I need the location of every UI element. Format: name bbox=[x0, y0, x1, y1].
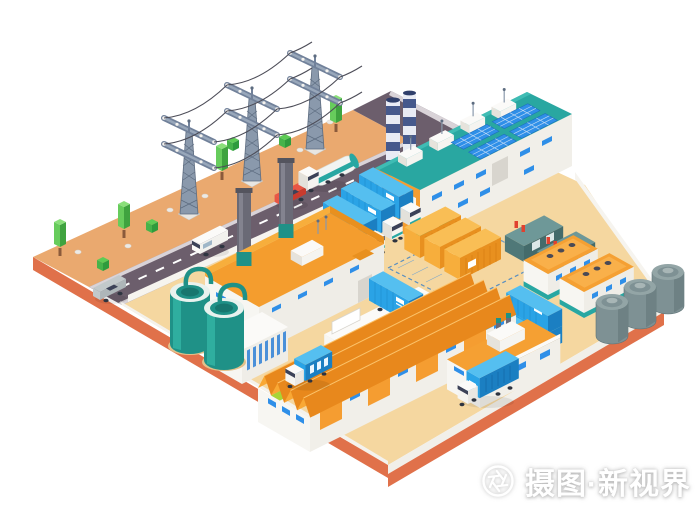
sign-board bbox=[331, 307, 361, 335]
box-truck bbox=[457, 351, 519, 408]
gray-storage-tank bbox=[623, 278, 657, 330]
generator-unit bbox=[504, 215, 564, 262]
power-lines bbox=[163, 41, 363, 169]
factory-chimney bbox=[235, 158, 295, 256]
teal-storage-tanks bbox=[168, 266, 248, 371]
small-blue-truck bbox=[285, 345, 333, 391]
power-transmission bbox=[162, 41, 363, 220]
gray-storage-tank bbox=[651, 263, 685, 315]
tanker-truck bbox=[298, 153, 359, 193]
gray-pickup bbox=[93, 275, 127, 304]
white-van bbox=[192, 225, 229, 257]
factory-door bbox=[492, 156, 508, 186]
platform-edge-southeast-white bbox=[388, 303, 664, 474]
bush bbox=[146, 219, 158, 233]
bush bbox=[279, 134, 291, 148]
bush bbox=[97, 257, 109, 271]
platform-edge-southeast-orange bbox=[388, 312, 664, 487]
gray-storage-tank bbox=[595, 293, 629, 345]
retaining-wall-northeast bbox=[575, 172, 664, 303]
